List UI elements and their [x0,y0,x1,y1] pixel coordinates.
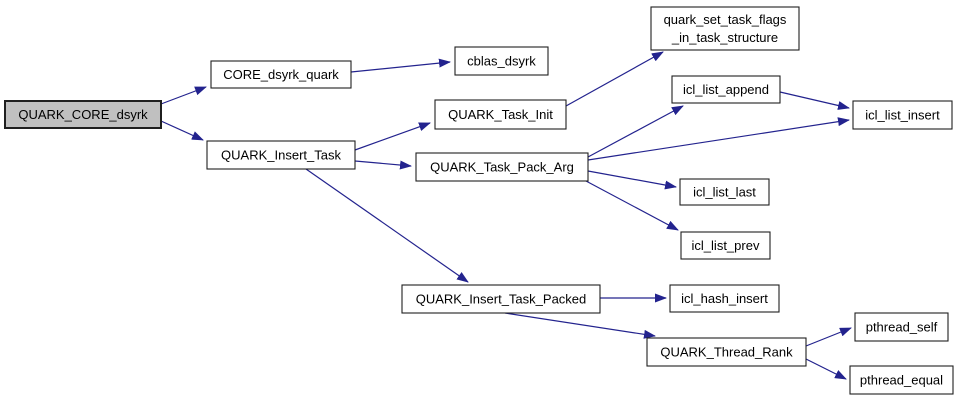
node-label-quark_insert_task: QUARK_Insert_Task [221,148,341,163]
edge-quark_core_dsyrk-to-core_dsyrk_quark [160,86,207,105]
edge-quark_core_dsyrk-to-quark_insert_task [160,120,204,141]
node-label-icl_list_append: icl_list_append [683,82,769,97]
node-box-quark_insert_task_packed[interactable] [401,284,601,314]
edge-quark_insert_task-to-quark_task_init [354,122,431,151]
node-box-quark_task_pack_arg[interactable] [415,152,589,182]
node-label-icl_list_prev: icl_list_prev [692,238,760,253]
node-label-quark_task_pack_arg: QUARK_Task_Pack_Arg [430,160,574,175]
node-quark_task_pack_arg[interactable]: QUARK_Task_Pack_Arg [415,152,589,182]
node-label-core_dsyrk_quark: CORE_dsyrk_quark [223,67,339,82]
edge-quark_insert_task_packed-to-quark_thread_rank [504,312,656,339]
edge-quark_thread_rank-to-pthread_self [805,327,852,347]
node-cblas_dsyrk[interactable]: cblas_dsyrk [454,46,549,76]
edge-quark_task_pack_arg-to-icl_list_prev [585,180,679,231]
node-box-icl_hash_insert[interactable] [669,284,780,313]
node-label-icl_hash_insert: icl_hash_insert [681,291,768,306]
node-quark_task_init[interactable]: QUARK_Task_Init [434,99,567,130]
edge-quark_thread_rank-to-pthread_equal [805,358,847,380]
node-box-pthread_equal[interactable] [849,365,954,395]
node-icl_list_prev[interactable]: icl_list_prev [680,231,771,260]
node-label-icl_list_insert: icl_list_insert [865,108,940,123]
node-pthread_equal[interactable]: pthread_equal [849,365,954,395]
edge-icl_list_append-to-icl_list_insert [779,91,850,110]
node-box-quark_insert_task[interactable] [206,140,356,170]
node-quark_insert_task[interactable]: QUARK_Insert_Task [206,140,356,170]
node-quark_core_dsyrk[interactable]: QUARK_CORE_dsyrk [4,100,162,129]
node-label-icl_list_last: icl_list_last [693,185,756,200]
node-icl_list_append[interactable]: icl_list_append [671,75,781,104]
edge-quark_task_pack_arg-to-icl_list_last [587,170,677,190]
edge-quark_task_init-to-quark_set_task_flags_in_task_structure [565,51,664,107]
node-label-pthread_equal: pthread_equal [860,373,943,388]
node-icl_hash_insert[interactable]: icl_hash_insert [669,284,780,313]
node-box-icl_list_prev[interactable] [680,231,771,260]
edge-quark_task_pack_arg-to-icl_list_insert [587,117,850,161]
node-label-quark_task_init: QUARK_Task_Init [448,107,553,122]
node-label-quark_insert_task_packed: QUARK_Insert_Task_Packed [416,292,587,307]
node-icl_list_insert[interactable]: icl_list_insert [852,100,953,130]
edge-quark_task_pack_arg-to-icl_list_append [587,105,684,158]
node-quark_thread_rank[interactable]: QUARK_Thread_Rank [646,337,807,367]
node-label-cblas_dsyrk: cblas_dsyrk [467,54,536,69]
node-box-quark_core_dsyrk[interactable] [4,100,162,129]
node-box-pthread_self[interactable] [854,312,949,342]
node-box-core_dsyrk_quark[interactable] [210,60,352,89]
node-label-pthread_self: pthread_self [866,320,938,335]
node-box-quark_set_task_flags_in_task_structure[interactable] [650,6,800,51]
node-core_dsyrk_quark[interactable]: CORE_dsyrk_quark [210,60,352,89]
edge-quark_insert_task-to-quark_insert_task_packed [305,168,469,283]
node-box-icl_list_last[interactable] [679,178,770,206]
node-quark_insert_task_packed[interactable]: QUARK_Insert_Task_Packed [401,284,601,314]
node-box-icl_list_append[interactable] [671,75,781,104]
edge-quark_insert_task-to-quark_task_pack_arg [354,160,412,170]
node-box-quark_thread_rank[interactable] [646,337,807,367]
node-label-quark_thread_rank: QUARK_Thread_Rank [660,345,793,360]
edge-core_dsyrk_quark-to-cblas_dsyrk [350,58,451,73]
node-label-quark_core_dsyrk: QUARK_CORE_dsyrk [18,107,148,122]
node-icl_list_last[interactable]: icl_list_last [679,178,770,206]
node-box-quark_task_init[interactable] [434,99,567,130]
node-quark_set_task_flags_in_task_structure[interactable]: quark_set_task_flags_in_task_structure [650,6,800,51]
node-box-icl_list_insert[interactable] [852,100,953,130]
node-pthread_self[interactable]: pthread_self [854,312,949,342]
node-label-quark_set_task_flags_in_task_structure: quark_set_task_flags_in_task_structure [664,12,787,45]
node-box-cblas_dsyrk[interactable] [454,46,549,76]
